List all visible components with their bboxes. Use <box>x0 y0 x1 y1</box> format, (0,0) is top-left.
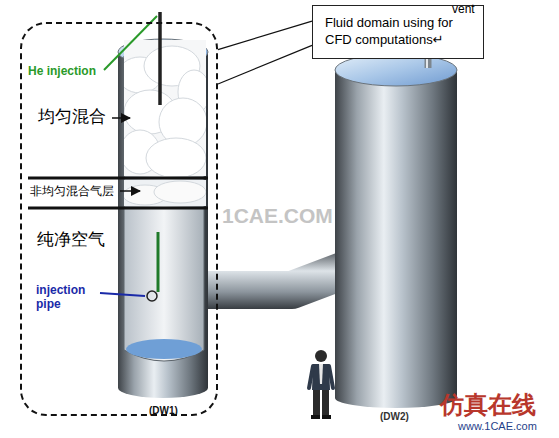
person-shoe <box>322 415 331 419</box>
zone-label: 均匀混合 <box>38 107 106 127</box>
pointer-arrow <box>120 190 140 192</box>
mixed-gas-cloud <box>124 40 206 176</box>
person-torso <box>312 364 330 390</box>
pointer-arrow <box>112 117 130 119</box>
watermark: www.1CAE.com <box>458 420 537 433</box>
leader-line <box>100 293 145 296</box>
person-figure <box>309 350 333 419</box>
cloud-puff <box>146 138 206 176</box>
layer-boundary <box>28 177 208 180</box>
layer-boundary <box>28 207 208 210</box>
vessel-dw2 <box>335 28 457 408</box>
he-injection-rod <box>158 12 162 105</box>
connector-line <box>218 21 312 49</box>
zone-label: 非均匀混合气层 <box>30 184 114 198</box>
person-leg <box>322 390 329 416</box>
injection-pipe <box>157 232 160 292</box>
vessel-name: (DW2) <box>380 411 409 423</box>
leader-line <box>104 16 157 70</box>
vent-label: vent <box>452 2 475 16</box>
vessel-dw1 <box>118 12 210 398</box>
vessel-top <box>335 54 457 86</box>
connecting-pipe <box>200 270 345 290</box>
vessel-body <box>335 70 457 408</box>
person-head <box>315 350 327 362</box>
mixing-layer-cloud <box>124 180 206 206</box>
person-arm <box>309 366 313 388</box>
watermark: 1CAE.COM <box>222 203 333 228</box>
injection-pipe-outlet <box>147 291 157 301</box>
cloud-puff <box>154 181 206 203</box>
node-text: (DW1) <box>149 405 178 417</box>
person-shoe <box>311 415 320 419</box>
leader-line <box>218 45 312 84</box>
injection-label: He injection <box>28 64 96 78</box>
watermark: 仿真在线 <box>440 391 536 420</box>
person-leg <box>313 390 320 416</box>
fluid-domain-region: (DW1) <box>20 22 218 416</box>
injection-label: injection pipe <box>36 283 96 312</box>
vessel-floor <box>126 339 202 359</box>
vessel-body <box>118 52 208 398</box>
cloud-ground <box>124 180 206 206</box>
node-text: Fluid domain using for CFD computations↵ <box>325 15 471 49</box>
zone-label: 纯净空气 <box>37 230 105 250</box>
person-shirt <box>319 364 323 384</box>
person-arm <box>329 366 333 388</box>
